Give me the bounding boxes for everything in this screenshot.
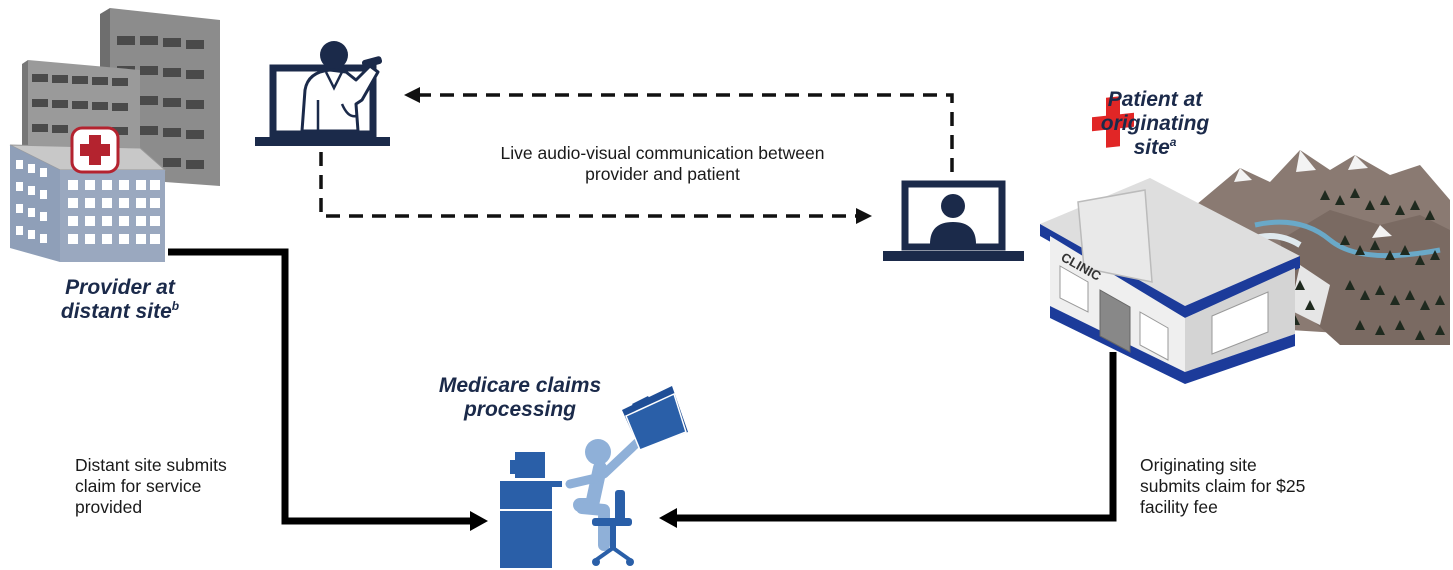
mountains-icon	[1190, 150, 1450, 345]
provider-label-text: Provider at distant site	[60, 276, 175, 323]
provider-footnote: b	[171, 299, 180, 313]
distant-claim-label: Distant site submits claim for service p…	[75, 455, 227, 517]
claim-arrows	[168, 248, 1117, 531]
provider-label: Provider at distant siteb	[30, 276, 210, 324]
communication-label: Live audio-visual communication between …	[500, 143, 825, 184]
claims-worker-icon	[500, 386, 688, 568]
patient-label: Patient at originating sitea	[1090, 88, 1220, 160]
hospital-icon	[9, 8, 220, 262]
provider-laptop-icon	[255, 41, 390, 146]
originating-claim-label: Originating site submits claim for $25 f…	[1140, 455, 1306, 517]
patient-label-text: Patient at originating site	[1100, 88, 1210, 159]
medicare-label-text: Medicare claims processing	[438, 374, 602, 421]
clinic-icon	[1040, 96, 1300, 384]
medicare-label: Medicare claims processing	[420, 374, 620, 422]
patient-laptop-icon	[883, 180, 1024, 261]
communication-arrows	[319, 87, 954, 224]
patient-footnote: a	[1169, 135, 1177, 149]
